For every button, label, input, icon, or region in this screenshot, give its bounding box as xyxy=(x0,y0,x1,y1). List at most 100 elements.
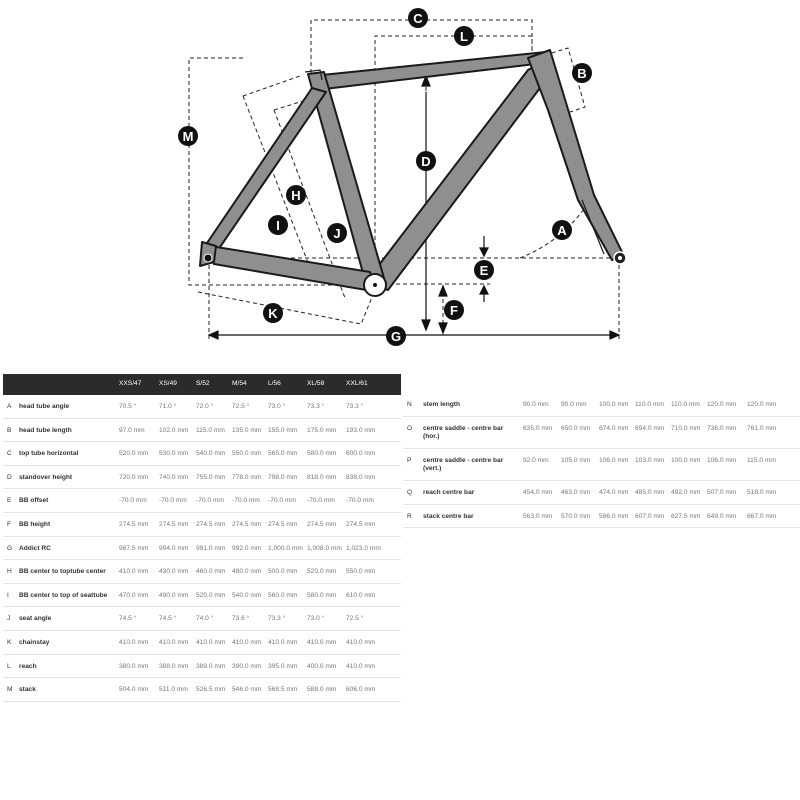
row-name: BB center to top of seattube xyxy=(19,591,108,599)
label-H: H xyxy=(286,185,306,205)
row-value: 720.0 mm xyxy=(119,473,149,481)
row-value: 761.0 mm xyxy=(747,424,777,432)
frame-details xyxy=(304,69,605,255)
svg-text:J: J xyxy=(333,226,340,241)
row-value: 507.0 mm xyxy=(707,488,737,496)
row-letter: J xyxy=(7,615,11,623)
row-name: Addict RC xyxy=(19,544,51,552)
label-A: A xyxy=(552,220,572,240)
row-name: stack xyxy=(19,686,36,694)
row-value: 274.5 mm xyxy=(119,520,149,528)
row-letter: I xyxy=(7,591,9,599)
row-value: 388.0 mm xyxy=(159,662,189,670)
row-value: 120.0 mm xyxy=(707,401,737,408)
row-name: BB height xyxy=(19,520,51,528)
row-value: 410.0 mm xyxy=(119,568,149,576)
row-value: 400.0 mm xyxy=(307,662,337,670)
row-value: 73.3 ° xyxy=(268,615,286,623)
row-value: 106.0 mm xyxy=(707,456,737,464)
row-value: 504.0 mm xyxy=(119,686,149,694)
row-value: 410.0 mm xyxy=(268,638,298,646)
size-header: XS/49 xyxy=(159,380,177,388)
row-value: 193.0 mm xyxy=(346,426,376,434)
row-value: 410.0 mm xyxy=(307,638,337,646)
row-value: 610.0 mm xyxy=(346,591,376,599)
row-value: 838.0 mm xyxy=(346,473,376,481)
row-letter: G xyxy=(7,544,13,552)
svg-text:M: M xyxy=(183,129,194,144)
row-value: 72.5 ° xyxy=(232,403,250,410)
row-value: 115.0 mm xyxy=(196,426,225,434)
row-value: 410.0 mm xyxy=(196,638,226,646)
row-letter: P xyxy=(407,456,412,464)
row-value: 649.0 mm xyxy=(707,512,737,520)
row-name: centre saddle - centre bar (hor.) xyxy=(423,424,504,441)
svg-text:L: L xyxy=(460,29,468,44)
label-B: B xyxy=(572,63,592,83)
row-name: head tube angle xyxy=(19,403,70,410)
row-letter: F xyxy=(7,520,12,528)
row-value: 74.0 ° xyxy=(196,615,214,623)
row-value: 755.0 mm xyxy=(196,473,226,481)
label-I: I xyxy=(268,215,288,235)
row-value: 155.0 mm xyxy=(268,426,298,434)
row-value: 106.0 mm xyxy=(599,456,629,464)
bb-center xyxy=(373,283,377,287)
row-value: 994.0 mm xyxy=(159,544,189,552)
size-header: L/56 xyxy=(268,380,281,388)
row-value: 380.0 mm xyxy=(119,662,149,670)
row-name: BB center to toptube center xyxy=(19,568,106,576)
row-value: 73.6 ° xyxy=(232,615,250,623)
row-value: 1,008.0 mm xyxy=(307,544,342,552)
row-value: 390.0 mm xyxy=(232,662,262,670)
row-value: 73.0 ° xyxy=(268,403,286,410)
label-L: L xyxy=(454,26,474,46)
row-value: 90.0 mm xyxy=(561,401,587,408)
row-value: 72.0 ° xyxy=(196,403,214,410)
row-value: 540.0 mm xyxy=(232,591,262,599)
row-value: 274.5 mm xyxy=(268,520,298,528)
svg-text:C: C xyxy=(413,11,423,26)
rear-axle xyxy=(203,253,213,263)
row-value: 992.0 mm xyxy=(232,544,262,552)
row-value: 102.0 mm xyxy=(159,426,189,434)
row-letter: E xyxy=(7,497,12,505)
row-value: 650.0 mm xyxy=(561,424,591,432)
row-value: 546.0 mm xyxy=(232,686,262,694)
row-value: 1,023.0 mm xyxy=(346,544,381,552)
row-value: 73.3 ° xyxy=(307,403,325,410)
row-value: 607.0 mm xyxy=(635,512,665,520)
row-value: 568.5 mm xyxy=(268,686,298,694)
row-name: standover height xyxy=(19,473,73,481)
row-value: 135.0 mm xyxy=(232,426,262,434)
row-value: 274.5 mm xyxy=(307,520,337,528)
geometry-table-main: XXS/47 XS/49 S/52 M/54 L/56 XL/58 XXL/61… xyxy=(3,374,401,702)
row-value: 463.0 mm xyxy=(561,488,591,496)
bike-frame xyxy=(199,49,625,293)
row-value: 274.5 mm xyxy=(232,520,262,528)
row-value: 71.0 ° xyxy=(159,403,177,410)
size-header: S/52 xyxy=(196,380,210,388)
label-J: J xyxy=(327,223,347,243)
row-name: head tube length xyxy=(19,426,72,434)
row-value: 560.0 mm xyxy=(268,591,298,599)
row-letter: N xyxy=(407,401,412,408)
row-value: 470.0 mm xyxy=(119,591,149,599)
svg-text:F: F xyxy=(450,303,458,318)
label-E: E xyxy=(474,260,494,280)
row-value: -70.0 mm xyxy=(196,497,224,505)
row-value: 430.0 mm xyxy=(159,568,189,576)
row-name: stack centre bar xyxy=(423,512,474,520)
